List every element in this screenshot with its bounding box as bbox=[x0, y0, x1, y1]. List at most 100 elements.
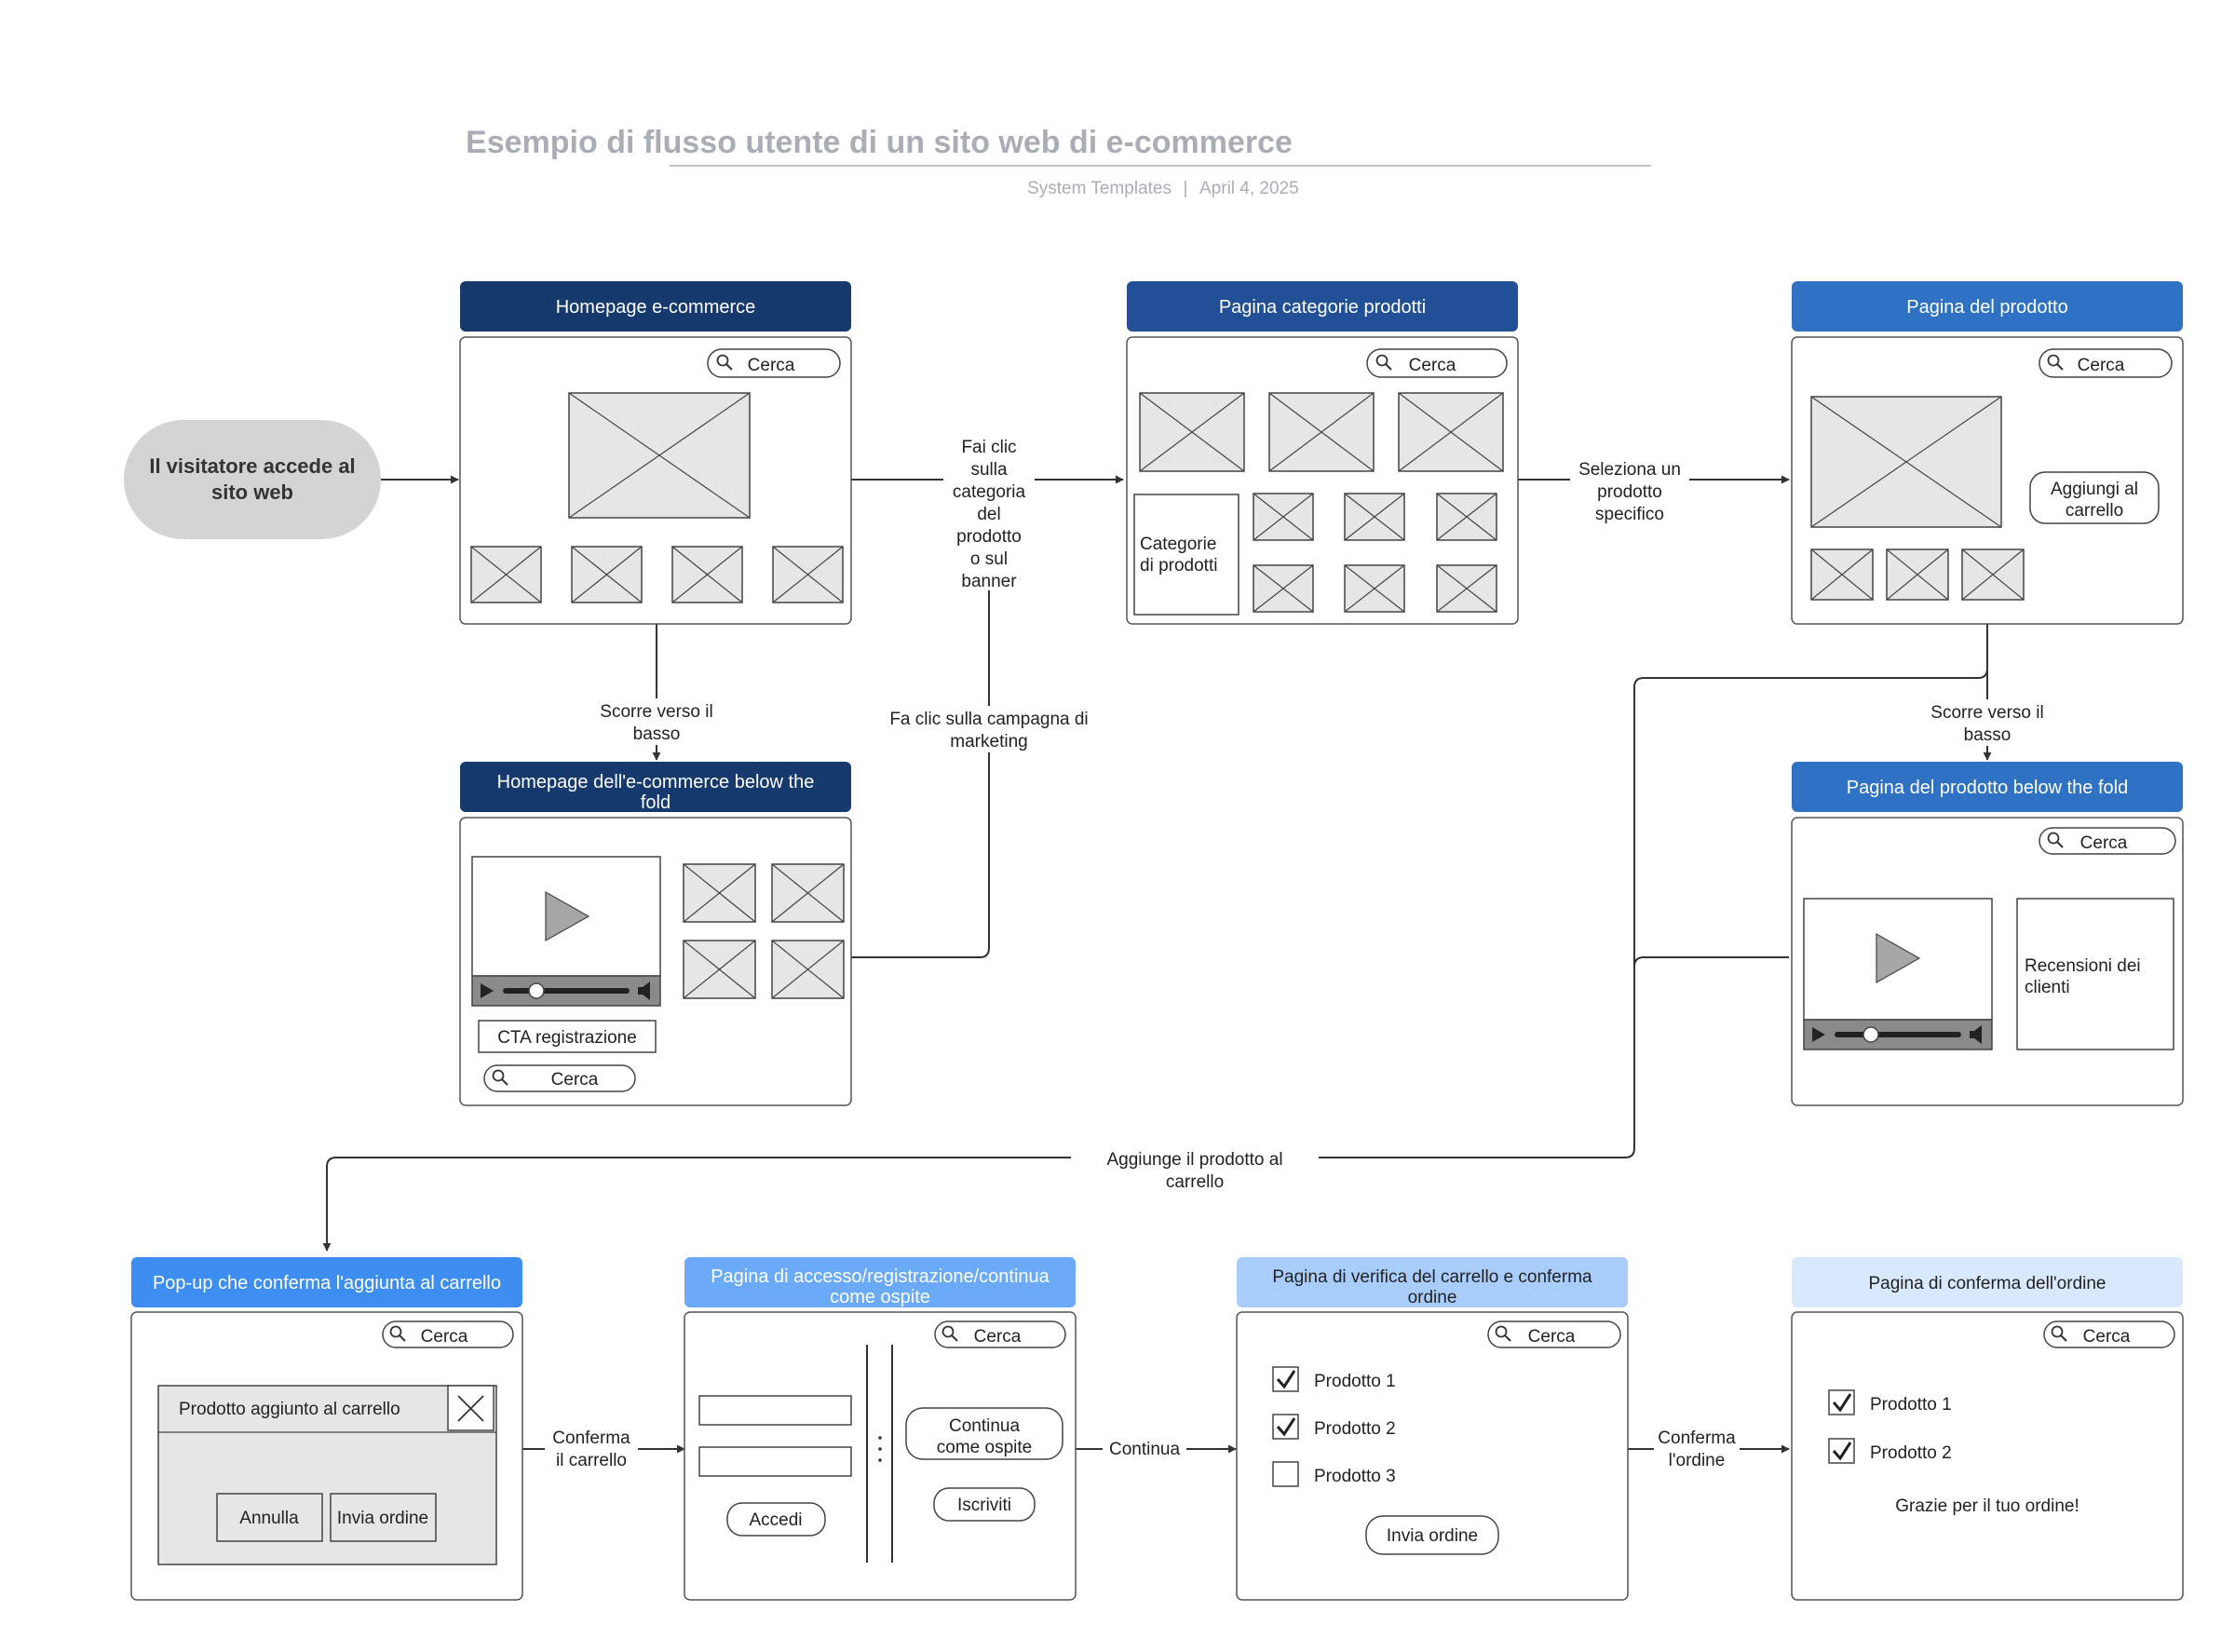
add-to-cart-pill[interactable] bbox=[2029, 471, 2160, 524]
cta-box[interactable] bbox=[478, 1020, 657, 1053]
login-button[interactable]: Accedi bbox=[726, 1502, 826, 1537]
progress-handle[interactable] bbox=[528, 982, 545, 999]
password-field[interactable] bbox=[698, 1446, 852, 1477]
play-small-icon[interactable] bbox=[481, 983, 494, 998]
search-pill[interactable] bbox=[483, 1064, 636, 1092]
search-box[interactable]: Cerca bbox=[2043, 1320, 2175, 1348]
search-box[interactable]: Cerca bbox=[1366, 348, 1508, 378]
popup-dialog: Prodotto aggiunto al carrello Annulla In… bbox=[157, 1385, 497, 1565]
guest-label-line1: Continua bbox=[949, 1416, 1020, 1436]
search-pill[interactable] bbox=[382, 1320, 514, 1348]
cancel-button[interactable]: Annulla bbox=[216, 1493, 323, 1542]
image-placeholder bbox=[1398, 392, 1504, 472]
image-placeholder bbox=[1886, 548, 1949, 601]
image-placeholder bbox=[683, 940, 756, 999]
image-placeholder bbox=[571, 546, 643, 603]
label-bg bbox=[873, 706, 1105, 752]
play-small-icon[interactable] bbox=[1812, 1027, 1825, 1042]
label-line: prodotto bbox=[1597, 482, 1662, 502]
image-placeholder bbox=[1436, 564, 1497, 613]
placeholder-cross bbox=[1436, 493, 1497, 541]
categories-list-box[interactable]: Categorie di prodotti bbox=[1133, 494, 1239, 616]
search-box[interactable]: Cerca bbox=[707, 348, 841, 378]
search-pill[interactable] bbox=[2043, 1320, 2175, 1348]
placeholder-cross bbox=[772, 546, 844, 603]
edge-label-confirm-order: Conferma l'ordine bbox=[1654, 1425, 1740, 1471]
placeholder-cross bbox=[683, 940, 756, 999]
edge-below-to-categories bbox=[851, 480, 990, 958]
signup-button[interactable]: Iscriviti bbox=[933, 1487, 1036, 1522]
cta-signup-button[interactable]: CTA registrazione bbox=[478, 1020, 657, 1053]
order-item-label: Prodotto 1 bbox=[1870, 1395, 1952, 1415]
image-placeholder bbox=[1810, 548, 1874, 601]
search-box[interactable]: Cerca bbox=[382, 1320, 514, 1348]
add-to-cart-line2: carrello bbox=[2066, 501, 2123, 521]
guest-checkout-button[interactable]: Continua come ospite bbox=[905, 1407, 1063, 1460]
categories-box[interactable] bbox=[1133, 494, 1239, 616]
cart-item[interactable]: Prodotto 2 bbox=[1272, 1414, 1396, 1440]
label-bg bbox=[943, 432, 1035, 590]
cancel-box[interactable] bbox=[216, 1493, 323, 1542]
checkbox bbox=[1828, 1389, 1855, 1415]
search-box[interactable]: Cerca bbox=[2039, 348, 2173, 378]
close-icon[interactable] bbox=[457, 1395, 484, 1422]
search-box[interactable]: Cerca bbox=[483, 1064, 636, 1092]
video-player[interactable] bbox=[1803, 898, 1993, 1050]
checkmark-icon bbox=[1832, 1393, 1852, 1413]
label-line: Continua bbox=[1109, 1440, 1180, 1459]
checkbox[interactable] bbox=[1272, 1414, 1299, 1440]
play-icon[interactable] bbox=[545, 890, 590, 942]
placeholder-cross bbox=[671, 546, 743, 603]
add-to-cart-button[interactable]: Aggiungi al carrello bbox=[2029, 471, 2160, 524]
search-label: Cerca bbox=[748, 356, 795, 375]
label-line: specifico bbox=[1595, 505, 1664, 524]
screen-title-line1: Pagina di verifica del carrello e confer… bbox=[1272, 1267, 1592, 1287]
screen-frame bbox=[1236, 1311, 1629, 1601]
play-icon[interactable] bbox=[1876, 932, 1921, 984]
search-pill[interactable] bbox=[2039, 827, 2176, 855]
search-label: Cerca bbox=[974, 1327, 1022, 1347]
screen-product: Pagina del prodotto Cerca Aggiungi al ca… bbox=[1791, 281, 2184, 625]
search-pill[interactable] bbox=[1366, 348, 1508, 378]
checkbox[interactable] bbox=[1272, 1366, 1299, 1392]
checkbox bbox=[1828, 1438, 1855, 1464]
search-box[interactable]: Cerca bbox=[2039, 827, 2176, 855]
send-order-button[interactable]: Invia ordine bbox=[330, 1493, 437, 1542]
place-order-pill[interactable] bbox=[1365, 1515, 1499, 1555]
send-box[interactable] bbox=[330, 1493, 437, 1542]
close-button[interactable] bbox=[447, 1385, 494, 1431]
search-box[interactable]: Cerca bbox=[1487, 1320, 1621, 1348]
signup-pill[interactable] bbox=[933, 1487, 1036, 1522]
screen-title: Pagina del prodotto bbox=[1906, 297, 2067, 318]
placeholder-cross bbox=[683, 863, 756, 923]
search-pill[interactable] bbox=[2039, 348, 2173, 378]
video-player[interactable] bbox=[471, 856, 661, 1007]
place-order-label: Invia ordine bbox=[1387, 1526, 1478, 1546]
place-order-button[interactable]: Invia ordine bbox=[1365, 1515, 1499, 1555]
username-field[interactable] bbox=[698, 1395, 852, 1426]
search-pill[interactable] bbox=[1487, 1320, 1621, 1348]
progress-handle[interactable] bbox=[1862, 1026, 1879, 1043]
placeholder-cross bbox=[1253, 493, 1314, 541]
search-box[interactable]: Cerca bbox=[934, 1320, 1066, 1348]
label-line: sulla bbox=[970, 460, 1008, 480]
placeholder-cross bbox=[1344, 493, 1405, 541]
cart-item[interactable]: Prodotto 3 bbox=[1272, 1461, 1396, 1487]
order-item-label: Prodotto 2 bbox=[1870, 1443, 1952, 1463]
edge-label-click-category: Fai clic sulla categoria del prodotto o … bbox=[943, 432, 1035, 591]
volume-icon[interactable] bbox=[1970, 1025, 1982, 1044]
start-label-line1: Il visitatore accede al bbox=[149, 454, 355, 478]
cart-item[interactable]: Prodotto 1 bbox=[1272, 1366, 1396, 1392]
checkbox[interactable] bbox=[1272, 1461, 1299, 1487]
volume-icon[interactable] bbox=[638, 982, 650, 1000]
search-pill[interactable] bbox=[934, 1320, 1066, 1348]
image-placeholder bbox=[1344, 564, 1405, 613]
label-line: del bbox=[977, 505, 1000, 524]
send-label: Invia ordine bbox=[337, 1509, 428, 1528]
placeholder-cross bbox=[568, 392, 751, 519]
guest-pill[interactable] bbox=[905, 1407, 1063, 1460]
edge-label-scroll-product: Scorre verso il basso bbox=[1915, 699, 2060, 746]
start-pill bbox=[124, 420, 381, 539]
search-pill[interactable] bbox=[707, 348, 841, 378]
login-pill[interactable] bbox=[726, 1502, 826, 1537]
